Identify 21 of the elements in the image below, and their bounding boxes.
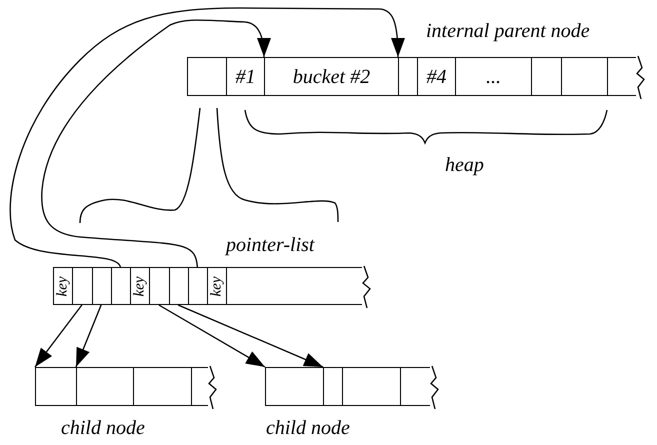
cell-label: bucket #2 bbox=[292, 66, 370, 86]
cell-label: key bbox=[132, 276, 148, 296]
cell bbox=[131, 268, 150, 304]
node-heading: internal parent node bbox=[426, 21, 590, 41]
arrow bbox=[10, 7, 405, 268]
arrow bbox=[75, 304, 102, 368]
cell-label: #4 bbox=[426, 66, 446, 86]
arrow bbox=[34, 304, 82, 368]
cell bbox=[54, 268, 74, 304]
cell-label: ... bbox=[486, 66, 501, 86]
cell-label: key bbox=[56, 276, 71, 296]
cell bbox=[208, 268, 228, 304]
cell-label: #1 bbox=[236, 66, 256, 86]
arrow bbox=[41, 19, 271, 268]
node-heading: child node bbox=[61, 418, 145, 438]
cell-label: key bbox=[210, 276, 225, 296]
arrow bbox=[178, 304, 324, 368]
node-heading: pointer-list bbox=[226, 235, 314, 255]
brace-label: heap bbox=[445, 155, 484, 175]
node-heading: child node bbox=[266, 418, 350, 438]
arrow bbox=[158, 304, 266, 368]
